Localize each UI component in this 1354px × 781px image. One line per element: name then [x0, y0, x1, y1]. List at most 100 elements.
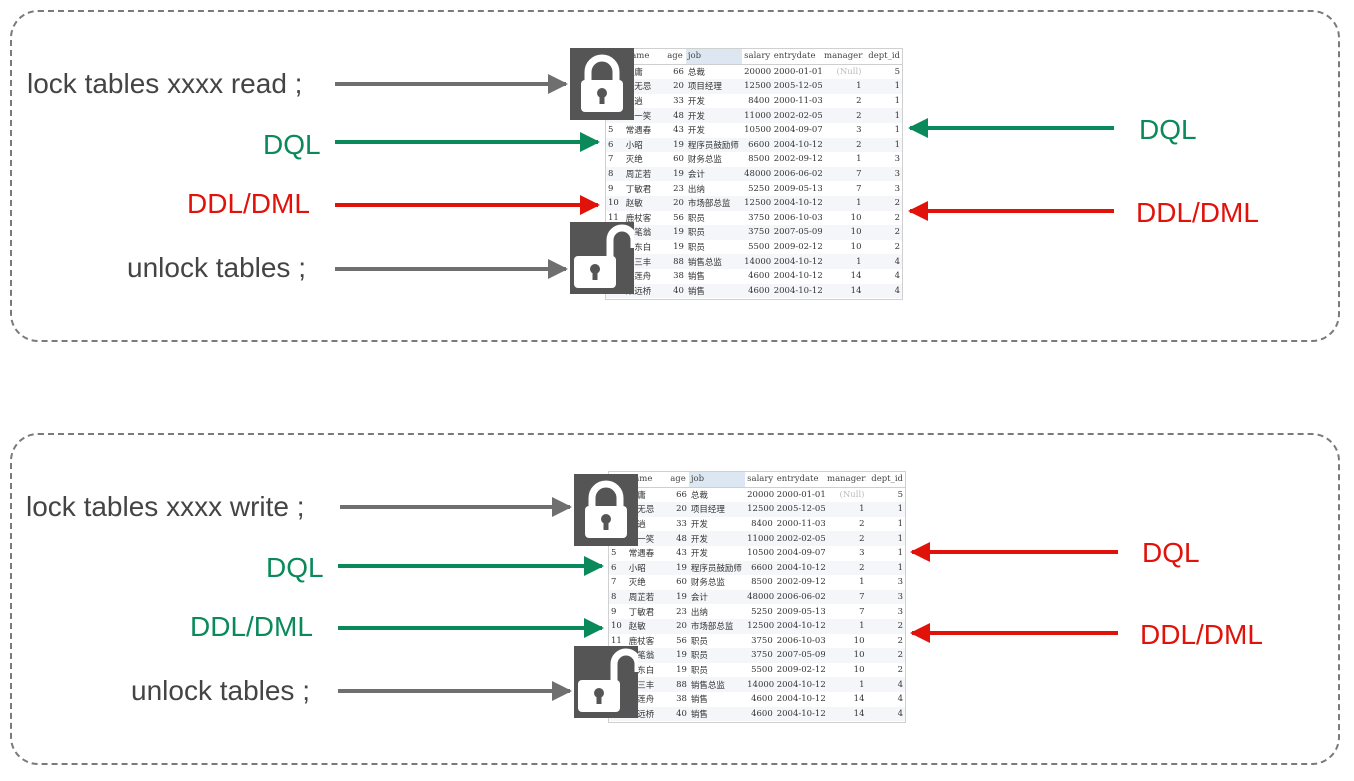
- column-header-dept_id[interactable]: dept_id: [866, 472, 905, 488]
- table-cell: 8: [606, 166, 624, 182]
- table-cell: 1: [863, 108, 902, 123]
- table-cell: 88: [668, 677, 689, 692]
- table-cell: 8400: [748, 96, 770, 107]
- table-cell: 2005-12-05: [771, 79, 823, 94]
- table-cell: 销售: [688, 706, 746, 722]
- unlock-icon: [570, 222, 634, 294]
- table-cell: 1: [863, 137, 902, 153]
- column-header-salary[interactable]: salary: [745, 472, 775, 488]
- table-cell: 12500: [745, 502, 775, 517]
- column-header-age[interactable]: age: [668, 472, 689, 488]
- table-cell: 金庸: [625, 67, 643, 78]
- table-cell: 2009-02-12: [776, 665, 826, 676]
- table-cell: 2004-10-12: [773, 271, 823, 282]
- employee-table-bottom: nameagejobsalaryentrydatemanageriddept_i…: [608, 471, 906, 723]
- table-cell: 7: [822, 166, 864, 182]
- table-cell: 1: [897, 519, 903, 530]
- table-cell: 职员: [685, 225, 743, 240]
- table-cell: 43: [673, 125, 684, 136]
- column-header-job[interactable]: job: [685, 49, 743, 65]
- column-header-job[interactable]: job: [688, 472, 746, 488]
- table-cell: 11: [611, 635, 622, 646]
- table-cell: 方东白: [628, 666, 655, 677]
- table-cell: 40: [665, 283, 686, 299]
- table-cell: 5: [894, 66, 900, 77]
- table-cell: 7: [608, 154, 614, 165]
- table-cell: 20000: [747, 489, 775, 500]
- table-cell: 3: [863, 166, 902, 182]
- table-cell: 4600: [748, 271, 770, 282]
- table-cell: 1: [822, 79, 864, 94]
- table-cell: 60: [676, 577, 687, 588]
- table-cell: 7: [859, 606, 865, 617]
- dql-label-other-session: DQL: [1139, 114, 1197, 145]
- table-cell: 66: [673, 66, 684, 77]
- table-cell: 4600: [751, 694, 773, 705]
- table-cell: 总裁: [687, 67, 705, 78]
- table-cell: 2004-10-12: [771, 137, 823, 153]
- column-header-age[interactable]: age: [665, 49, 686, 65]
- table-cell: 2: [866, 648, 905, 663]
- table-cell: 周芷若: [623, 166, 666, 182]
- table-cell: 开发: [690, 520, 708, 531]
- table-cell: 8500: [748, 154, 770, 165]
- table-cell: 9: [608, 183, 614, 194]
- table-cell: 56: [673, 212, 684, 223]
- table-cell: 19: [668, 560, 689, 576]
- table-cell: 6600: [742, 137, 772, 153]
- column-header-entrydate[interactable]: entrydate: [771, 49, 823, 65]
- table-cell: 2006-10-03: [773, 212, 823, 223]
- table-cell: 3750: [751, 635, 773, 646]
- table-cell: 开发: [690, 549, 708, 560]
- table-cell: 48000: [745, 589, 775, 605]
- column-header-dept_id[interactable]: dept_id: [863, 49, 902, 65]
- table-cell: 程序员鼓励师: [685, 137, 743, 153]
- table-cell: 财务总监: [687, 155, 722, 166]
- table-cell: 1: [863, 79, 902, 94]
- dql-label-current-session: DQL: [266, 552, 324, 583]
- table-cell: 2002-09-12: [776, 577, 826, 588]
- table-cell: 3750: [748, 212, 770, 223]
- table-cell: 2: [897, 635, 903, 646]
- table-cell: 鹤笔翁: [623, 225, 666, 240]
- column-header-salary[interactable]: salary: [742, 49, 772, 65]
- table-cell: 4: [866, 706, 905, 722]
- table-cell: 2: [866, 618, 905, 634]
- table-cell: 8500: [751, 577, 773, 588]
- column-header-name[interactable]: name: [623, 49, 666, 65]
- column-header-entrydate[interactable]: entrydate: [774, 472, 826, 488]
- table-cell: 8: [609, 589, 627, 605]
- table-cell: 职员: [690, 666, 708, 677]
- table-cell: 职员: [687, 213, 705, 224]
- table-cell: 1: [859, 577, 865, 588]
- table-cell: 2000-01-01: [773, 66, 823, 77]
- column-header-managerid[interactable]: managerid: [825, 472, 867, 488]
- table-cell: 9: [611, 606, 617, 617]
- table-cell: 2: [856, 96, 862, 107]
- table-cell: 4: [863, 254, 902, 269]
- column-header-managerid[interactable]: managerid: [822, 49, 864, 65]
- table-cell: 5250: [751, 606, 773, 617]
- table-cell: 20: [668, 618, 689, 634]
- table-cell: 常遇春: [625, 126, 652, 137]
- table-cell: 38: [676, 694, 687, 705]
- table-cell: 2002-02-05: [774, 531, 826, 546]
